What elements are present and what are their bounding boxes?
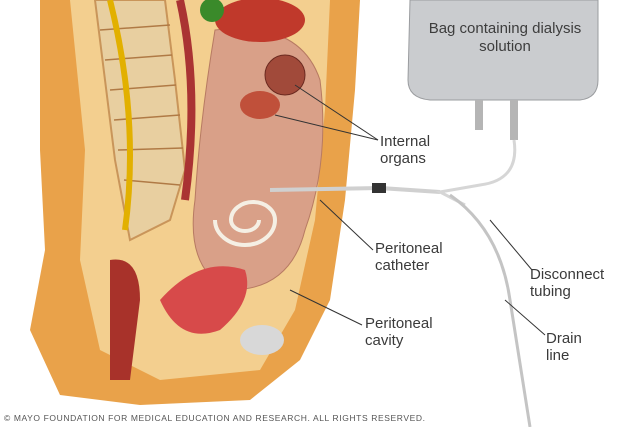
uterus [160,266,248,334]
copyright-notice: © MAYO FOUNDATION FOR MEDICAL EDUCATION … [4,413,426,423]
bowel-loop-2 [240,91,280,119]
bag-port-2 [510,100,518,140]
rectum [110,259,140,380]
peritoneal-catheter-label: Peritoneal catheter [375,240,443,274]
disconnect-tubing-label: Disconnect tubing [530,266,605,300]
gallbladder [200,0,224,22]
bag-label: Bag containing dialysis solution [428,20,582,55]
internal-organs-label: Internal organs [380,133,431,167]
bladder [240,325,284,355]
spine [93,0,187,242]
catheter-coil [213,200,278,247]
spinal-cord [107,0,133,231]
leader-lines [274,84,546,336]
bowel-loop [264,54,306,96]
drain-line-label: Drain line [546,330,582,364]
organ-red [215,0,305,42]
bag-port-1 [475,100,483,130]
peritoneal-catheter-tube [269,185,441,194]
peritoneal-cavity-label: Peritoneal cavity [365,315,433,349]
drain-line [449,193,532,427]
aorta [176,0,196,201]
disconnect-tubing [435,139,517,207]
dialysis-bag [407,0,599,101]
catheter-connector [372,183,386,193]
